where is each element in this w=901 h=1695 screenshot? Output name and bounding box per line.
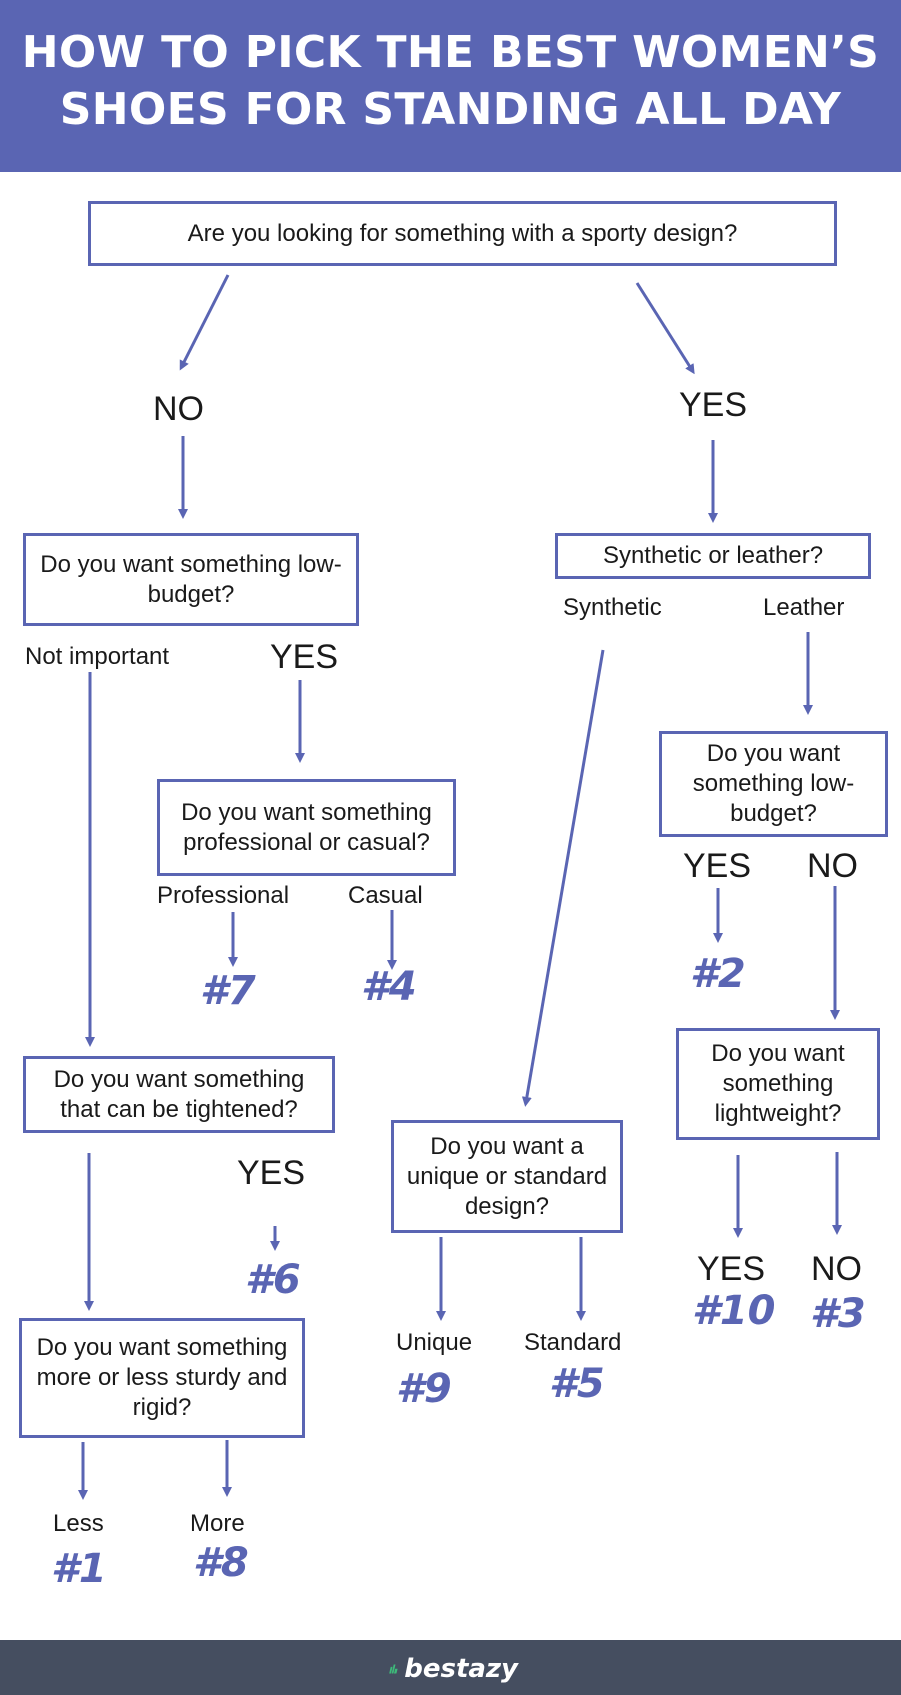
label-casual: Casual (348, 882, 423, 909)
label-no-main: NO (153, 390, 204, 428)
question-budget-right: Do you want something low-budget? (659, 731, 888, 837)
label-yes-tighten: YES (237, 1154, 306, 1192)
label-yes-budget: YES (270, 638, 339, 676)
arrow-sporty-yes (635, 282, 695, 375)
result-5: #5 (549, 1361, 605, 1407)
question-material: Synthetic or leather? (555, 533, 871, 579)
result-6: #6 (245, 1257, 301, 1303)
label-yes-r-budget: YES (683, 847, 752, 885)
label-synthetic: Synthetic (563, 594, 662, 621)
footer-bar (0, 1640, 901, 1695)
question-sporty: Are you looking for something with a spo… (88, 201, 837, 266)
question-unique-standard: Do you want a unique or standard design? (391, 1120, 623, 1233)
label-leather: Leather (763, 594, 845, 621)
logo-mark-icon (389, 1664, 398, 1674)
label-more: More (190, 1510, 245, 1537)
label-less: Less (53, 1510, 104, 1537)
label-standard: Standard (524, 1329, 622, 1356)
result-8: #8 (193, 1540, 249, 1586)
question-lightweight: Do you want something lightweight? (676, 1028, 880, 1140)
logo-text: bestazy (404, 1654, 518, 1684)
brand-logo[interactable]: bestazy (388, 1651, 518, 1687)
question-sturdy: Do you want something more or less sturd… (19, 1318, 305, 1438)
question-budget-left: Do you want something low-budget? (23, 533, 359, 626)
label-not-important: Not important (25, 643, 170, 670)
label-yes-light: YES (697, 1250, 766, 1288)
page-title: HOW TO PICK THE BEST WOMEN’S SHOES FOR S… (21, 27, 880, 135)
label-no-r-budget: NO (807, 847, 858, 885)
result-3: #3 (810, 1291, 866, 1337)
result-4: #4 (361, 964, 417, 1010)
result-2: #2 (690, 951, 746, 997)
question-prof-casual: Do you want something professional or ca… (157, 779, 456, 876)
result-10: #10 (692, 1288, 776, 1334)
question-tighten: Do you want something that can be tighte… (23, 1056, 335, 1133)
label-professional: Professional (157, 882, 290, 909)
label-yes-main: YES (679, 386, 748, 424)
arrow-synthetic (521, 649, 605, 1107)
result-7: #7 (200, 968, 256, 1014)
label-no-light: NO (811, 1250, 862, 1288)
arrow-sporty-no (179, 274, 230, 371)
header-banner: HOW TO PICK THE BEST WOMEN’S SHOES FOR S… (0, 0, 901, 172)
result-1: #1 (51, 1546, 107, 1592)
label-unique: Unique (396, 1329, 473, 1356)
result-9: #9 (396, 1366, 452, 1412)
